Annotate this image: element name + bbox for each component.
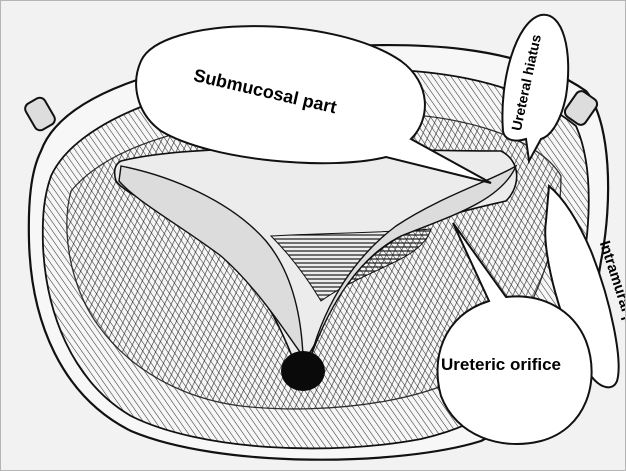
- urethral-orifice: [281, 351, 325, 391]
- label-ureteric-orifice: Ureteric orifice: [441, 356, 561, 373]
- left-ureter-stump: [23, 96, 57, 133]
